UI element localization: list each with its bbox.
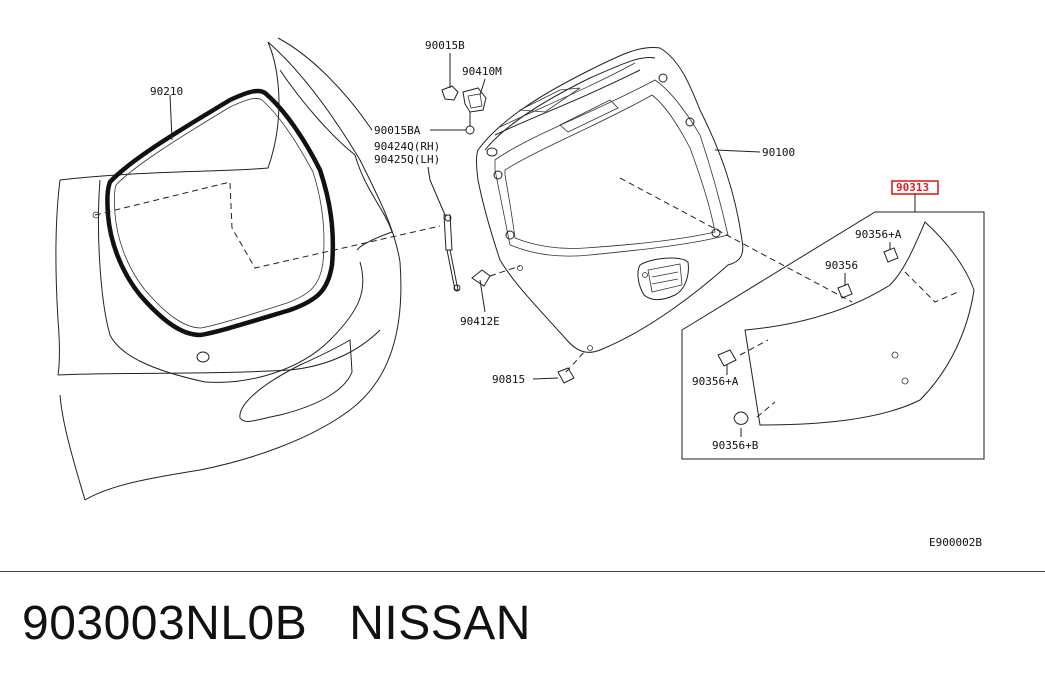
label-90313: 90313 [896, 181, 929, 194]
label-90410M: 90410M [462, 65, 502, 78]
parts-diagram: 90210 90015B 90410M 90015BA 90424Q(RH) 9… [55, 37, 985, 549]
label-90356A-bottom: 90356+A [692, 375, 739, 388]
back-door-90100: 90100 [476, 46, 795, 353]
label-90815: 90815 [492, 373, 525, 386]
label-90425Q: 90425Q(LH) [374, 153, 440, 166]
gas-stay: 90424Q(RH) 90425Q(LH) [374, 140, 461, 292]
diagram-code: E900002B [929, 536, 982, 549]
footer: 903003NL0B NISSAN [22, 596, 531, 651]
footer-divider [0, 571, 1045, 572]
vehicle-body-outline [55, 37, 402, 501]
label-90356B: 90356+B [712, 439, 759, 452]
label-90356A-top: 90356+A [855, 228, 902, 241]
label-90015BA: 90015BA [374, 124, 421, 137]
bracket-90412E: 90412E [460, 265, 521, 328]
label-90412E: 90412E [460, 315, 500, 328]
brand-name: NISSAN [349, 597, 531, 650]
glass-seal-90210: 90210 [92, 85, 441, 338]
label-90015B: 90015B [425, 39, 465, 52]
label-90100: 90100 [762, 146, 795, 159]
clip-90815: 90815 [492, 349, 587, 386]
hinge-assembly: 90015B 90410M 90015BA [374, 39, 502, 137]
detail-inset: 90356+A 90356 90356+A 90356+B [619, 177, 985, 460]
part-number: 903003NL0B [22, 597, 308, 650]
label-90356: 90356 [825, 259, 858, 272]
highlighted-part-90313: 90313 [891, 180, 939, 212]
label-90424Q: 90424Q(RH) [374, 140, 440, 153]
label-90210: 90210 [150, 85, 183, 98]
